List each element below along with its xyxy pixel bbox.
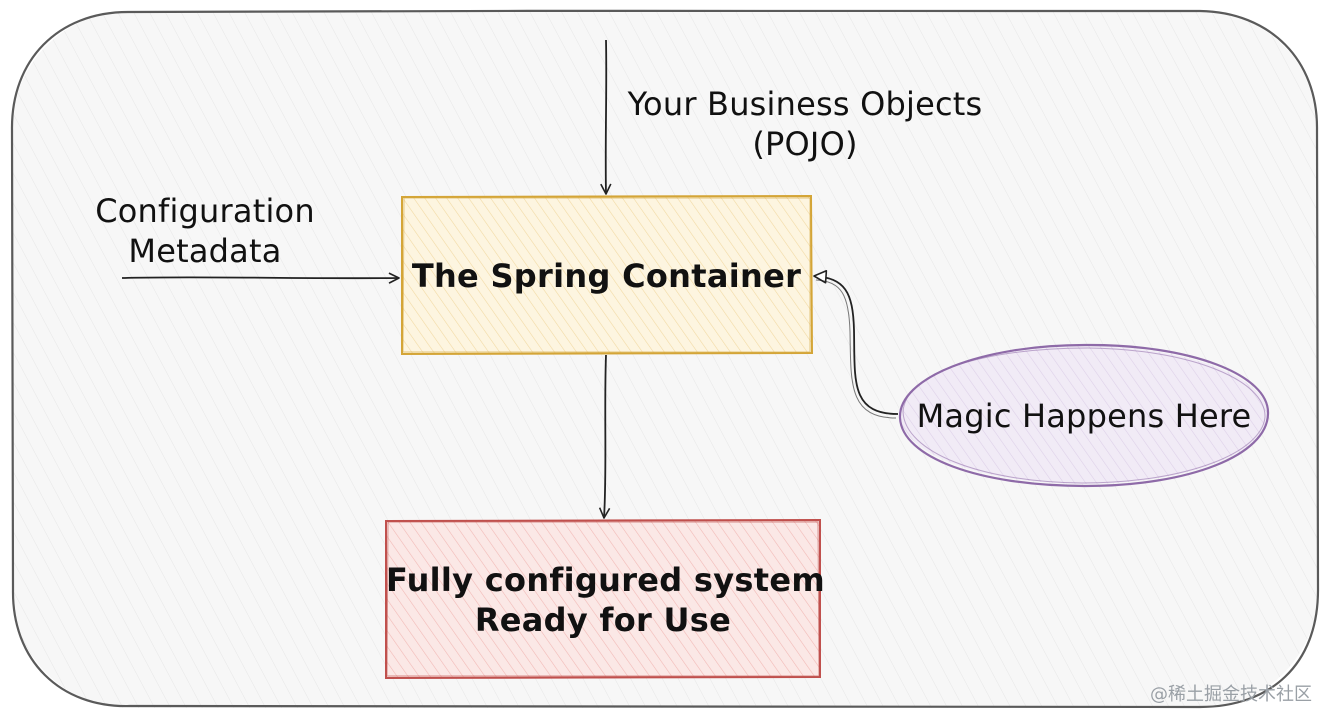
magic-ellipse (898, 343, 1270, 488)
arrow-magic-to-container (813, 269, 899, 415)
config-label: Configuration Metadata (80, 191, 330, 271)
pojo-label-line1: Your Business Objects (627, 85, 983, 123)
spring-container-box (401, 194, 814, 356)
arrow-config-to-container (121, 272, 400, 284)
pojo-label: Your Business Objects (POJO) (590, 84, 1020, 164)
arrow-pojo-to-container (600, 39, 612, 195)
config-label-line2: Metadata (128, 232, 282, 270)
pojo-label-line2: (POJO) (752, 125, 858, 163)
watermark: @稀土掘金技术社区 (1150, 684, 1312, 705)
arrow-container-to-result (598, 354, 611, 519)
result-box (385, 518, 821, 680)
config-label-line1: Configuration (95, 192, 315, 230)
spring-container-label: The Spring Container (411, 257, 802, 295)
result-label: Fully configured system Ready for Use (386, 560, 826, 640)
outer-frame (10, 9, 1320, 709)
result-label-line1: Fully configured system (386, 561, 826, 599)
result-label-line2: Ready for Use (474, 601, 732, 639)
magic-label: Magic Happens Here (916, 397, 1252, 435)
